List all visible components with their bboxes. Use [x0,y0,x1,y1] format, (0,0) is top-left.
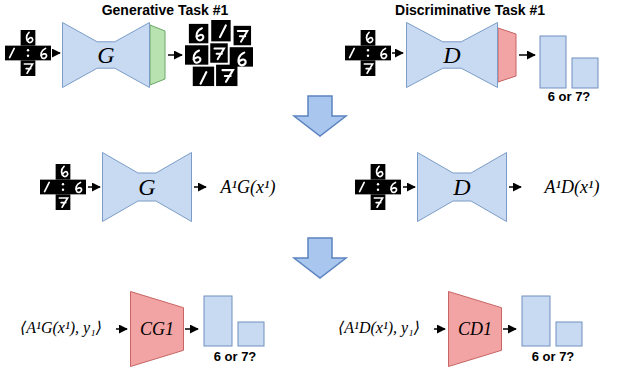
output-image [185,20,253,86]
block-label: D [443,43,460,67]
block-label: CD1 [458,320,492,338]
network-block: D [406,22,498,88]
probability-bar [204,296,232,346]
classifier-block: CG1 [130,291,184,367]
input-image [345,30,391,76]
flow-arrow [88,186,100,188]
flow-arrow [185,328,198,330]
network-block: D [417,152,507,222]
block-label: G [138,175,155,199]
task-title: Discriminative Task #1 [395,2,545,18]
task-title: Generative Task #1 [102,2,229,18]
block-shape [418,153,507,222]
input-image [355,164,401,210]
block-label: G [97,43,114,67]
question-label: 6 or 7? [214,350,257,365]
classifier-block: CD1 [448,291,502,367]
question-label: 6 or 7? [532,350,575,365]
probability-bar [572,58,598,88]
activation-label: A¹D(x¹) [545,177,600,198]
generative-head [150,25,165,85]
block-shape [103,153,192,222]
flow-arrow [503,328,516,330]
activation-label: A¹G(x¹) [221,177,276,198]
network-block: G [62,22,150,88]
probability-bar [556,322,582,346]
flow-arrow [509,186,521,188]
flow-arrow [403,186,415,188]
input-image [40,164,86,210]
flow-arrow [194,186,206,188]
transition-arrow [294,96,346,136]
flow-arrow [52,52,60,54]
question-label: 6 or 7? [548,90,591,105]
probability-bar [540,36,566,88]
transition-arrow [294,238,346,278]
activation-label: ⟨A¹G(x¹), y₁⟩ [20,319,102,337]
block-label: D [453,175,470,199]
flow-arrow [434,328,445,330]
network-block: G [102,152,192,222]
flow-arrow [392,52,403,54]
block-shape [407,23,498,88]
block-shape [63,23,150,88]
block-shape [449,292,502,367]
probability-bar [522,296,550,346]
discriminative-head [498,28,516,82]
flow-arrow [168,54,182,56]
activation-label: ⟨A¹D(x¹), y₁⟩ [338,319,420,337]
block-label: CG1 [140,320,174,338]
block-shape [131,292,184,367]
flow-arrow [519,54,535,56]
flow-arrow [116,328,127,330]
probability-bar [238,322,264,346]
input-image [5,30,51,76]
